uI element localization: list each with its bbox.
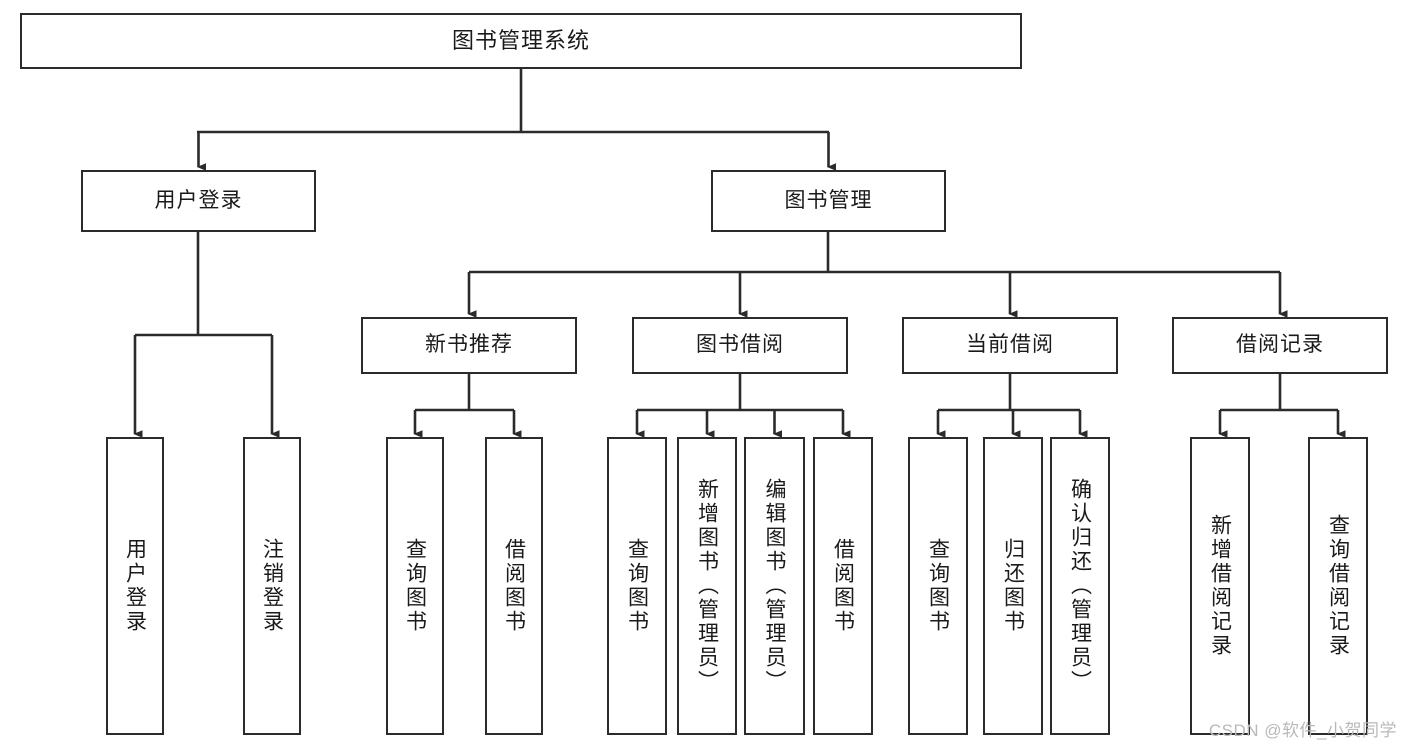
node-leaf-confirm-return-label: 确认归还（管理员）: [1068, 478, 1092, 694]
node-leaf-query-book[interactable]: 查询图书: [607, 437, 667, 735]
node-leaf-borrow-book[interactable]: 借阅图书: [813, 437, 873, 735]
node-leaf-edit-book-label: 编辑图书（管理员）: [763, 478, 787, 694]
node-leaf-query-record[interactable]: 查询借阅记录: [1308, 437, 1368, 735]
node-leaf-edit-book[interactable]: 编辑图书（管理员）: [744, 437, 805, 735]
watermark-label: CSDN @软件_小贺同学: [1208, 721, 1397, 740]
node-root-label: 图书管理系统: [451, 28, 590, 54]
node-leaf-add-record-label: 新增借阅记录: [1208, 514, 1232, 658]
node-leaf-user-login[interactable]: 用户登录: [106, 437, 164, 735]
node-leaf-borrow-book-rec-label: 借阅图书: [502, 538, 526, 634]
node-leaf-query-book-cur-label: 查询图书: [926, 538, 950, 634]
node-current-borrow-label: 当前借阅: [966, 333, 1054, 357]
node-borrow-record[interactable]: 借阅记录: [1172, 317, 1388, 374]
node-leaf-borrow-book-label: 借阅图书: [831, 538, 855, 634]
node-leaf-add-book[interactable]: 新增图书（管理员）: [677, 437, 737, 735]
node-leaf-query-book-cur[interactable]: 查询图书: [908, 437, 968, 735]
node-user-login-label: 用户登录: [154, 188, 243, 212]
node-new-book-recommend-label: 新书推荐: [425, 333, 513, 357]
node-leaf-query-record-label: 查询借阅记录: [1326, 514, 1350, 658]
node-leaf-user-logout-label: 注销登录: [260, 538, 284, 634]
node-leaf-user-logout[interactable]: 注销登录: [243, 437, 301, 735]
node-leaf-return-book[interactable]: 归还图书: [983, 437, 1043, 735]
node-leaf-return-book-label: 归还图书: [1001, 538, 1025, 634]
node-leaf-add-book-label: 新增图书（管理员）: [695, 478, 719, 694]
node-leaf-query-book-label: 查询图书: [625, 538, 649, 634]
node-leaf-user-login-label: 用户登录: [123, 538, 147, 634]
node-root[interactable]: 图书管理系统: [20, 13, 1022, 69]
node-user-login[interactable]: 用户登录: [81, 170, 316, 232]
node-leaf-query-book-rec[interactable]: 查询图书: [386, 437, 444, 735]
node-leaf-query-book-rec-label: 查询图书: [403, 538, 427, 634]
node-borrow-record-label: 借阅记录: [1236, 333, 1324, 357]
node-leaf-confirm-return[interactable]: 确认归还（管理员）: [1050, 437, 1110, 735]
node-new-book-recommend[interactable]: 新书推荐: [361, 317, 577, 374]
node-book-manage-label: 图书管理: [784, 188, 873, 212]
node-book-borrow[interactable]: 图书借阅: [632, 317, 848, 374]
node-book-manage[interactable]: 图书管理: [711, 170, 946, 232]
node-book-borrow-label: 图书借阅: [696, 333, 784, 357]
node-leaf-borrow-book-rec[interactable]: 借阅图书: [485, 437, 543, 735]
node-leaf-add-record[interactable]: 新增借阅记录: [1190, 437, 1250, 735]
node-current-borrow[interactable]: 当前借阅: [902, 317, 1118, 374]
